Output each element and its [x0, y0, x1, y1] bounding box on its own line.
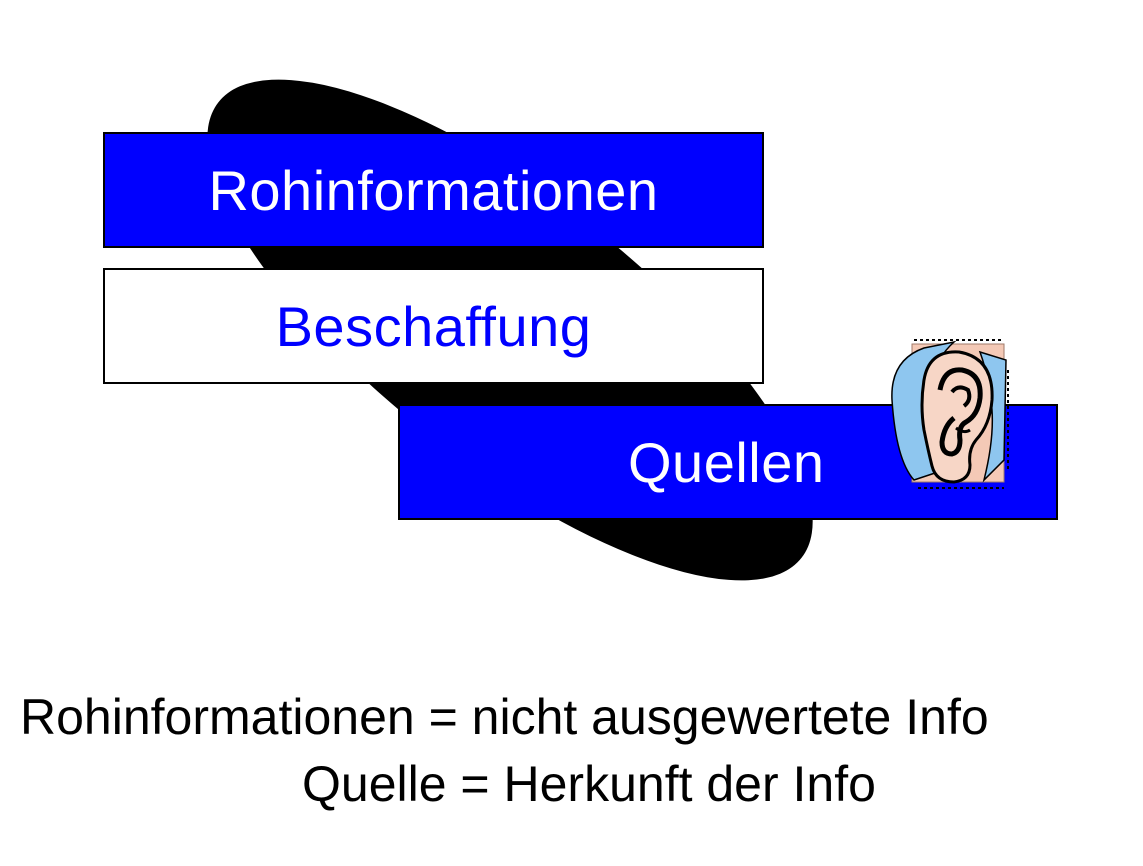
beschaffung-label: Beschaffung [275, 294, 592, 358]
ear-icon [891, 339, 1009, 489]
rohinformationen-box: Rohinformationen [103, 132, 764, 248]
beschaffung-box: Beschaffung [103, 268, 764, 384]
caption-quelle-definition: Quelle = Herkunft der Info [302, 756, 876, 812]
caption-rohinformationen-definition: Rohinformationen = nicht ausgewertete In… [20, 689, 989, 745]
quellen-label: Quellen [628, 430, 825, 494]
rohinformationen-label: Rohinformationen [208, 158, 659, 222]
